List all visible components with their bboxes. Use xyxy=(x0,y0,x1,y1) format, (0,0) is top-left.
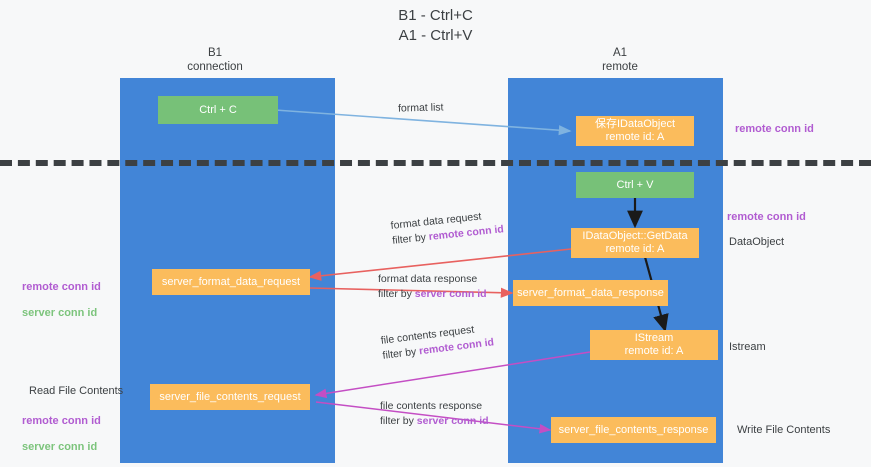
node-server-file-contents-response[interactable]: server_file_contents_response xyxy=(551,417,716,443)
edge-label-format-list: format list xyxy=(398,100,444,116)
annotation-left-read-conn-ids: remote conn id server conn id xyxy=(22,402,101,467)
node-ctrl-v[interactable]: Ctrl + V xyxy=(576,172,694,198)
edge-label-fcreq-prefix: filter by xyxy=(381,345,420,362)
edge-label-fdreq-prefix: filter by xyxy=(391,231,430,247)
annotation-left-server-conn-id: server conn id xyxy=(22,307,98,319)
edge-label-file-contents-request: file contents request filter by remote c… xyxy=(380,320,495,363)
node-getdata-line1: IDataObject::GetData xyxy=(582,230,688,242)
annotation-dataobject: DataObject xyxy=(729,236,785,248)
node-getdata-line2: remote id: A xyxy=(605,243,665,255)
node-istream[interactable]: IStream remote id: A xyxy=(590,330,718,360)
node-server-format-data-response[interactable]: server_format_data_response xyxy=(513,280,668,306)
edge-label-fdres-line2: filter by server conn id xyxy=(378,287,487,302)
node-save-idataobject-line2: remote id: A xyxy=(605,131,665,143)
node-ctrl-c[interactable]: Ctrl + C xyxy=(158,96,278,124)
annotation-left-read-remote-conn-id: remote conn id xyxy=(22,415,101,427)
edge-label-fcres-prefix: filter by xyxy=(380,415,417,427)
annotation-left-remote-conn-id: remote conn id xyxy=(22,281,101,293)
node-istream-line2: remote id: A xyxy=(624,345,684,357)
annotation-remote-conn-top: remote conn id xyxy=(735,123,814,135)
edge-label-format-list-text: format list xyxy=(397,101,444,115)
node-server-format-data-request-label: server_format_data_request xyxy=(161,275,301,288)
edge-label-format-data-request: format data request filter by remote con… xyxy=(390,207,505,249)
node-istream-line1: IStream xyxy=(634,332,674,344)
annotation-write-file-contents: Write File Contents xyxy=(737,424,831,436)
annotation-left-read-server-conn-id: server conn id xyxy=(22,441,98,453)
annotation-read-file-contents: Read File Contents xyxy=(29,385,124,397)
node-server-file-contents-request[interactable]: server_file_contents_request xyxy=(150,384,310,410)
edge-label-format-data-response: format data response filter by server co… xyxy=(378,272,487,302)
edge-label-fdres-token: server conn id xyxy=(414,288,487,300)
edge-label-file-contents-response: file contents response filter by server … xyxy=(380,399,489,429)
node-server-format-data-response-label: server_format_data_response xyxy=(517,286,664,299)
node-save-idataobject[interactable]: 保存IDataObject remote id: A xyxy=(576,116,694,146)
annotation-remote-conn-mid: remote conn id xyxy=(727,211,806,223)
node-ctrl-v-label: Ctrl + V xyxy=(616,178,654,191)
diagram-title: B1 - Ctrl+C A1 - Ctrl+V xyxy=(398,7,473,44)
lane-header-b1: B1 connection xyxy=(187,47,243,73)
section-divider xyxy=(0,160,871,166)
node-server-file-contents-response-label: server_file_contents_response xyxy=(558,423,709,436)
node-server-format-data-request[interactable]: server_format_data_request xyxy=(152,269,310,295)
node-server-file-contents-request-label: server_file_contents_request xyxy=(159,390,301,403)
lane-header-a1: A1 remote xyxy=(602,47,638,73)
annotation-istream: Istream xyxy=(729,341,766,353)
edge-label-fcres-line1: file contents response xyxy=(380,400,483,412)
edge-label-fcres-line2: filter by server conn id xyxy=(380,414,489,429)
node-idataobject-getdata[interactable]: IDataObject::GetData remote id: A xyxy=(571,228,699,258)
node-ctrl-c-label: Ctrl + C xyxy=(199,103,237,116)
edge-label-fdres-line1: format data response xyxy=(378,273,478,285)
annotation-left-conn-ids: remote conn id server conn id xyxy=(22,268,101,333)
node-save-idataobject-line1: 保存IDataObject xyxy=(594,118,676,130)
edge-label-fdres-prefix: filter by xyxy=(378,288,415,300)
edge-label-fcres-token: server conn id xyxy=(416,415,489,427)
